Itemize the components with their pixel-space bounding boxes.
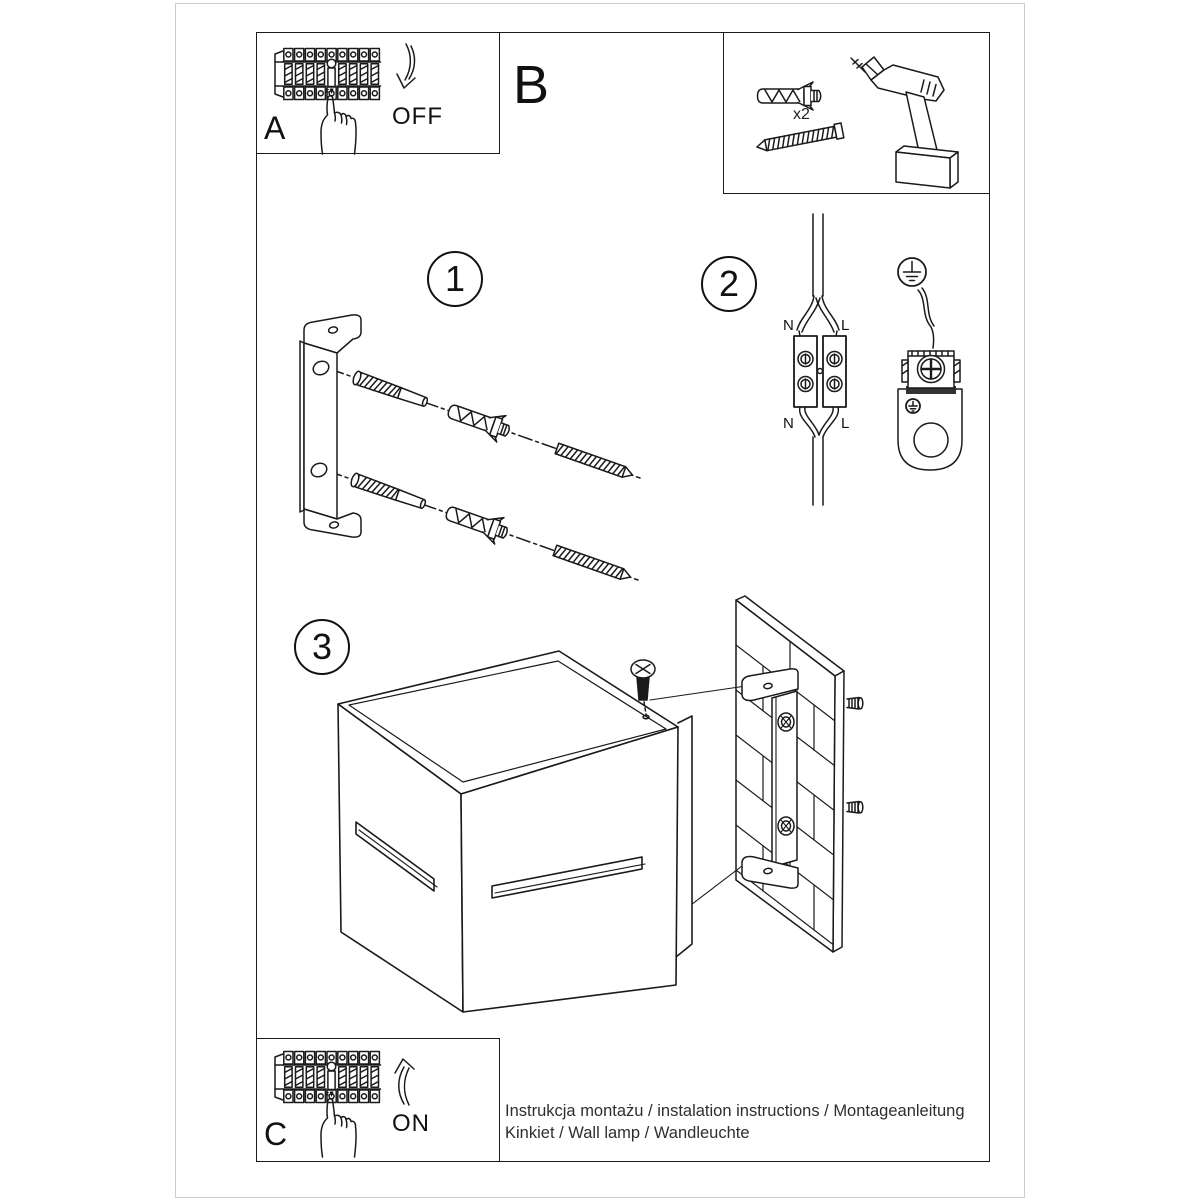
step-2-badge: 2 — [701, 256, 757, 312]
step-1-badge: 1 — [427, 251, 483, 307]
box-tools — [723, 32, 990, 194]
plug-quantity-label: x2 — [793, 106, 810, 123]
box-a — [256, 32, 500, 154]
wire-n-out-label: N — [783, 415, 794, 432]
power-cable-icon — [796, 213, 840, 342]
step-2-number: 2 — [718, 263, 740, 304]
box-c — [256, 1038, 500, 1162]
wire-l-out-label: L — [841, 415, 850, 432]
box-a-label: A — [264, 110, 286, 146]
main-frame — [256, 32, 990, 1162]
mounting-bracket-icon — [299, 314, 362, 538]
caption-line-2: Kinkiet / Wall lamp / Wandleuchte — [505, 1124, 750, 1142]
wire-n-in-label: N — [783, 317, 794, 334]
screw-anchor-dash-lines — [327, 368, 641, 581]
box-c-label: C — [264, 1116, 288, 1152]
step-3-badge: 3 — [294, 619, 350, 675]
cube-lamp-icon — [337, 650, 693, 1013]
step-3-number: 3 — [311, 626, 333, 667]
circuit-breaker-panel-icon — [275, 49, 381, 100]
off-label: OFF — [392, 103, 443, 130]
lamp-screw-icon — [630, 659, 656, 720]
power-cable-icon — [798, 406, 840, 506]
step-1-number: 1 — [444, 258, 466, 299]
screw-icon — [755, 122, 845, 154]
circuit-breaker-panel-icon — [275, 1052, 381, 1103]
drill-icon — [850, 56, 959, 189]
wall-bracket-icon — [741, 668, 799, 889]
pointing-hand-icon — [320, 94, 357, 155]
pointing-hand-icon — [320, 1097, 357, 1158]
curved-arrow-down-icon — [396, 43, 416, 89]
earth-symbol-icon — [897, 257, 927, 287]
terminal-block-icon — [793, 335, 847, 408]
outer-border — [175, 3, 1025, 1198]
on-label: ON — [392, 1110, 430, 1137]
curved-arrow-up-icon — [394, 1058, 415, 1106]
caption-line-1: Instrukcja montażu / instalation instruc… — [505, 1102, 965, 1120]
ground-terminal-icon — [897, 287, 963, 471]
box-b-label: B — [513, 55, 550, 115]
wire-l-in-label: L — [841, 317, 850, 334]
wall-plug-icon — [756, 81, 822, 111]
